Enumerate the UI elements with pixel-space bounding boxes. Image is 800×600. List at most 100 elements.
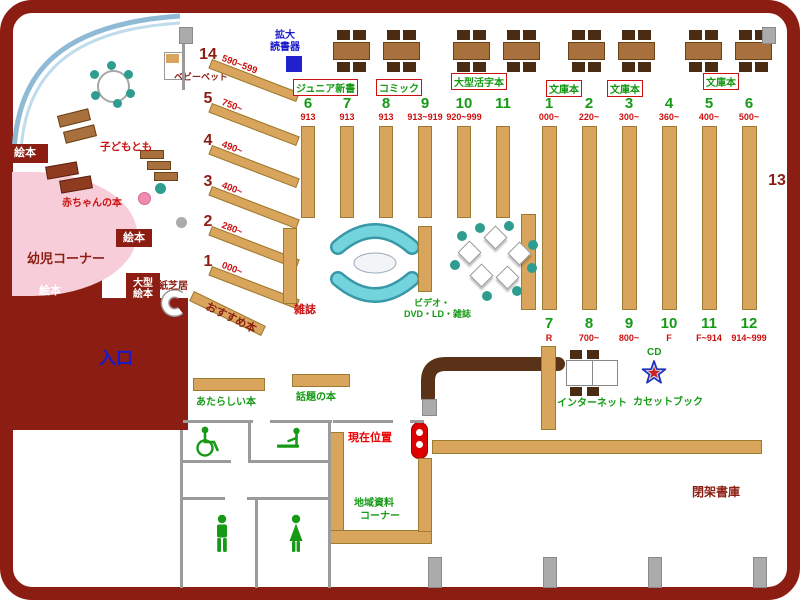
shelf-column <box>542 126 557 310</box>
chair <box>337 62 350 72</box>
chair-dot <box>482 291 492 301</box>
col-range: 913 <box>300 112 316 122</box>
chair <box>705 62 718 72</box>
cassette-label: カセットブック <box>633 397 703 408</box>
col-range: 300~ <box>618 112 640 122</box>
pouf-pink <box>138 192 151 205</box>
reading-table <box>383 42 420 60</box>
col-number: 9 <box>420 95 430 112</box>
col-number: 6 <box>303 95 313 112</box>
section-label-junior: ジュニア新書 <box>293 79 359 96</box>
glass-wall-outer <box>11 13 181 153</box>
chair <box>572 30 585 40</box>
col-range: R <box>545 333 553 343</box>
sofa-table <box>353 252 397 274</box>
chair <box>523 62 536 72</box>
baby-bed-label: ベビーベッド <box>174 72 229 82</box>
wall <box>333 420 393 423</box>
current-location-label: 現在位置 <box>348 432 392 444</box>
col-range: F <box>666 333 672 343</box>
magazine-label: 雑誌 <box>294 304 316 316</box>
male-toilet-icon <box>217 514 227 552</box>
wall <box>180 430 183 588</box>
col-number: 1 <box>544 95 554 112</box>
pillar <box>648 557 662 588</box>
entrance-block <box>100 298 188 430</box>
chair-dot <box>107 61 116 70</box>
step-shelf <box>147 161 171 170</box>
chair-dot <box>528 240 538 250</box>
chair <box>387 30 400 40</box>
mid-shelf <box>521 214 536 310</box>
closed-stacks-label: 閉架書庫 <box>692 485 741 499</box>
col-range: 920~999 <box>446 112 482 122</box>
local-corner-label-line2: コーナー <box>360 511 400 522</box>
step-shelf <box>154 172 178 181</box>
shelf-column <box>742 126 757 310</box>
reading-table <box>568 42 605 60</box>
chair <box>638 30 651 40</box>
section-label-bunko-3: 文庫本 <box>703 73 739 90</box>
sofa-top <box>332 225 418 253</box>
reading-table <box>333 42 370 60</box>
chair-dot <box>124 70 133 79</box>
pillar <box>753 557 767 588</box>
chair-dot <box>527 263 537 273</box>
chair <box>570 350 582 359</box>
crescent-seat <box>162 290 183 316</box>
chair <box>507 62 520 72</box>
marker-dot <box>416 429 423 436</box>
section-label-bunko-1: 文庫本 <box>546 80 582 97</box>
chair-dot <box>457 231 467 241</box>
chair-dot <box>450 260 460 270</box>
topic-books-shelf <box>292 374 350 387</box>
shelf-column <box>379 126 393 218</box>
wheelchair-icon <box>196 426 219 457</box>
entrance-block <box>2 276 102 430</box>
chair-dot <box>113 99 122 108</box>
chair <box>638 62 651 72</box>
chair <box>457 30 470 40</box>
wall <box>183 497 225 500</box>
service-shelf-vertical <box>541 346 556 430</box>
chair <box>689 30 702 40</box>
section-label-comic: コミック <box>376 79 422 96</box>
col-number: 11 <box>495 95 511 112</box>
reading-table <box>453 42 490 60</box>
chair <box>587 387 599 396</box>
reading-table <box>618 42 655 60</box>
wall <box>248 460 331 463</box>
shelf-13-label: 13 <box>768 172 786 189</box>
topic-books-label: 話題の本 <box>296 392 336 403</box>
shelf-column <box>457 126 471 218</box>
col-number: 9 <box>624 315 634 332</box>
magazine-shelf <box>283 228 297 304</box>
shelf-column <box>418 126 432 218</box>
chair <box>473 62 486 72</box>
female-toilet-icon <box>289 514 303 552</box>
wall <box>182 27 185 90</box>
chair <box>622 62 635 72</box>
wall <box>270 420 332 423</box>
shelf-column <box>702 126 717 310</box>
baby-bed-pillow <box>166 54 179 63</box>
media-shelf <box>418 226 432 292</box>
chair <box>403 30 416 40</box>
col-number: 7 <box>544 315 554 332</box>
chair <box>622 30 635 40</box>
chair <box>739 62 752 72</box>
chair <box>387 62 400 72</box>
pillar <box>543 557 557 588</box>
col-number: 8 <box>584 315 594 332</box>
col-range: 360~ <box>658 112 680 122</box>
magnifier-label-line1: 拡大 <box>275 30 295 41</box>
magnifier-label-line2: 読書器 <box>270 42 300 53</box>
chair <box>587 350 599 359</box>
chair <box>572 62 585 72</box>
chair <box>588 30 601 40</box>
picture-books-tab-3: 絵本 <box>39 285 61 297</box>
col-range: 700~ <box>578 333 600 343</box>
wall <box>328 423 331 588</box>
magnifier-device <box>286 56 302 72</box>
